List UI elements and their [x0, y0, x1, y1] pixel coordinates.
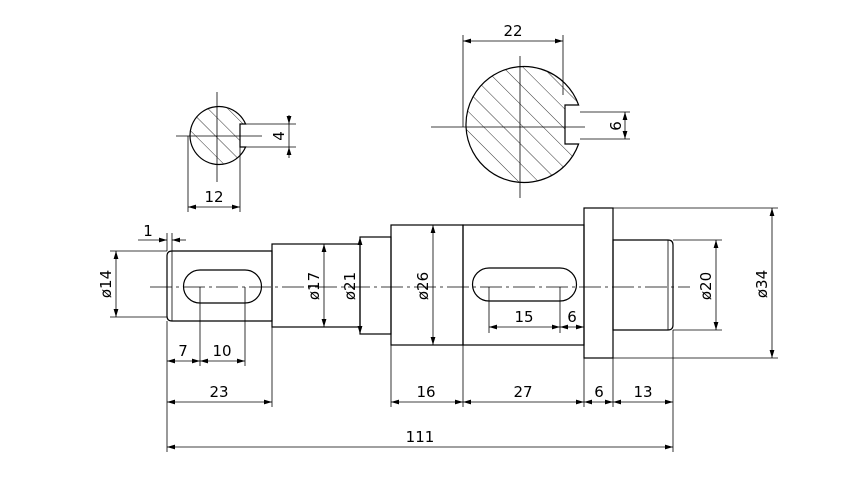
dim-d20-label: ø20	[697, 272, 715, 300]
shaft-seg-d20	[612, 239, 674, 331]
dim-len23-label: 23	[209, 383, 228, 401]
shaft-seg-d21	[359, 236, 392, 335]
shaft-view: ø14 ø17 ø21 ø26 ø20 ø34 1 7 10	[97, 207, 778, 452]
dim-key1-length-label: 10	[212, 342, 231, 360]
dim-key2-length-label: 15	[514, 308, 533, 326]
dim-len6-label: 6	[594, 383, 604, 401]
dim-d26-label: ø26	[414, 272, 432, 300]
dim-total-label: 111	[406, 428, 435, 446]
section-small-outline	[189, 105, 247, 166]
dim-key1-offset-label: 7	[178, 342, 188, 360]
dim-len16-label: 16	[416, 383, 435, 401]
section-large-width-label: 22	[503, 22, 522, 40]
shaft-seg-d14	[166, 250, 273, 322]
section-large-slot-label: 6	[607, 121, 625, 131]
section-small: 12 4	[176, 92, 296, 212]
section-large-hatch	[465, 66, 579, 183]
dim-d34-label: ø34	[753, 270, 771, 298]
shaft-keyway-2	[471, 267, 578, 302]
dim-chamfer-label: 1	[143, 222, 153, 240]
section-small-width-label: 12	[204, 188, 223, 206]
dim-d14-label: ø14	[97, 270, 115, 298]
section-small-hatch	[189, 106, 246, 165]
shaft-keyway-1	[182, 269, 263, 304]
shaft-collar-d34	[583, 207, 614, 359]
dim-len13-label: 13	[633, 383, 652, 401]
dim-d17-label: ø17	[305, 272, 323, 300]
dim-d21-label: ø21	[341, 272, 359, 300]
section-large-outline	[465, 65, 580, 184]
dim-key2-offset-label: 6	[567, 308, 577, 326]
section-small-slot-label: 4	[270, 131, 288, 141]
section-large: 22 6	[431, 22, 630, 198]
dim-len27-label: 27	[513, 383, 532, 401]
